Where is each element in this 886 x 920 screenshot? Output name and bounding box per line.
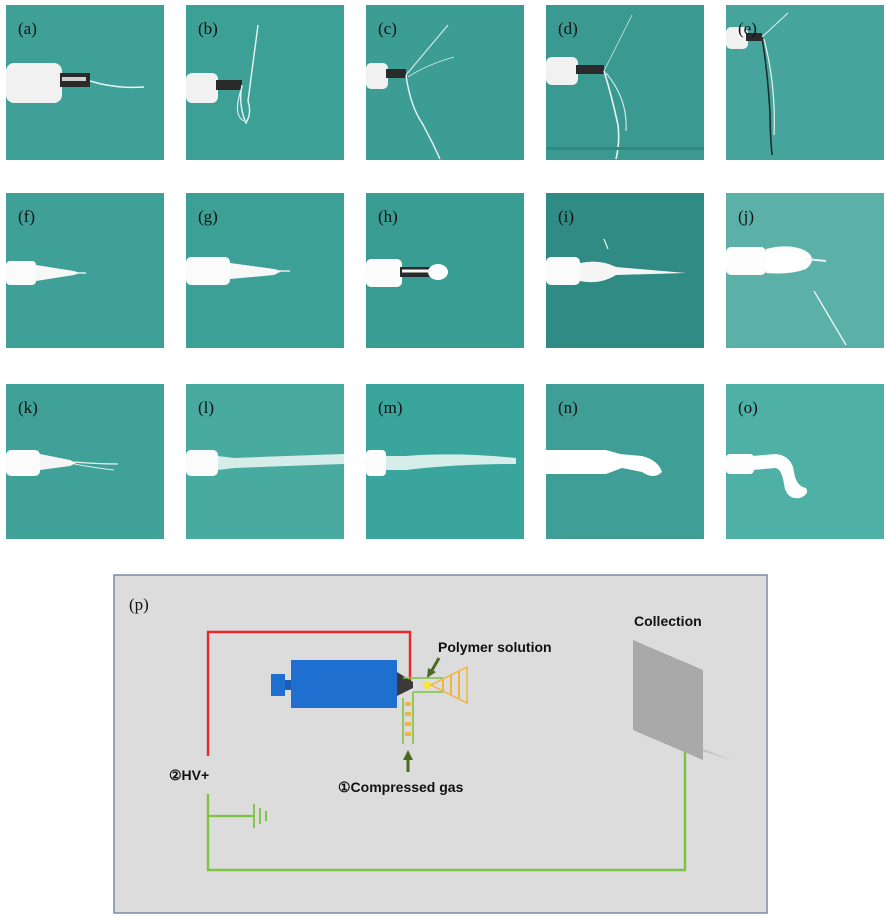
photo-panel-e: (e) — [726, 5, 884, 160]
panel-label: (e) — [738, 19, 757, 38]
ground-symbol — [253, 804, 267, 828]
panel-label: (m) — [378, 398, 403, 417]
spray-cone — [429, 665, 468, 705]
photo-panel-a: (a) — [6, 5, 164, 160]
compressed-gas-label: ①Compressed gas — [338, 779, 464, 795]
panel-label: (c) — [378, 19, 397, 38]
photo-panel-o: (o) — [726, 384, 884, 539]
panel-label: (d) — [558, 19, 578, 38]
panel-label: (f) — [18, 207, 35, 226]
collection-label: Collection — [634, 613, 702, 629]
photo-panel-n: (n) — [546, 384, 704, 539]
syringe-plunger-cap — [271, 674, 285, 696]
coaxial-nozzle — [402, 677, 443, 744]
photo-panel-k: (k) — [6, 384, 164, 539]
photo-panel-i: (i) — [546, 193, 704, 348]
panel-label: (a) — [18, 19, 37, 38]
collector-plate — [633, 640, 703, 760]
panel-label: (g) — [198, 207, 218, 226]
panel-label: (n) — [558, 398, 578, 417]
photo-panel-g: (g) — [186, 193, 344, 348]
panel-label: (h) — [378, 207, 398, 226]
polymer-solution-label: Polymer solution — [438, 639, 552, 655]
panel-label: (i) — [558, 207, 575, 226]
panel-label: (o) — [738, 398, 758, 417]
gas-arrow — [403, 750, 413, 772]
hv-label: ②HV+ — [169, 767, 209, 783]
electrospinning-diagram: (p) — [113, 574, 768, 914]
photo-panel-f: (f) — [6, 193, 164, 348]
photo-panel-d: (d) — [546, 5, 704, 160]
ground-wire — [206, 744, 687, 872]
panel-label: (b) — [198, 19, 218, 38]
photo-panel-l: (l) — [186, 384, 344, 539]
photo-panel-b: (b) — [186, 5, 344, 160]
syringe-tip — [397, 672, 413, 696]
panel-label: (l) — [198, 398, 215, 417]
syringe-rod — [285, 680, 291, 690]
hv-wire — [206, 630, 412, 756]
polymer-arrow — [427, 657, 441, 678]
photo-panel-c: (c) — [366, 5, 524, 160]
syringe-body — [291, 660, 397, 708]
diagram-label: (p) — [129, 595, 149, 614]
panel-label: (k) — [18, 398, 38, 417]
photo-panel-m: (m) — [366, 384, 524, 539]
photo-panel-j: (j) — [726, 193, 884, 348]
photo-panel-h: (h) — [366, 193, 524, 348]
panel-label: (j) — [738, 207, 755, 226]
